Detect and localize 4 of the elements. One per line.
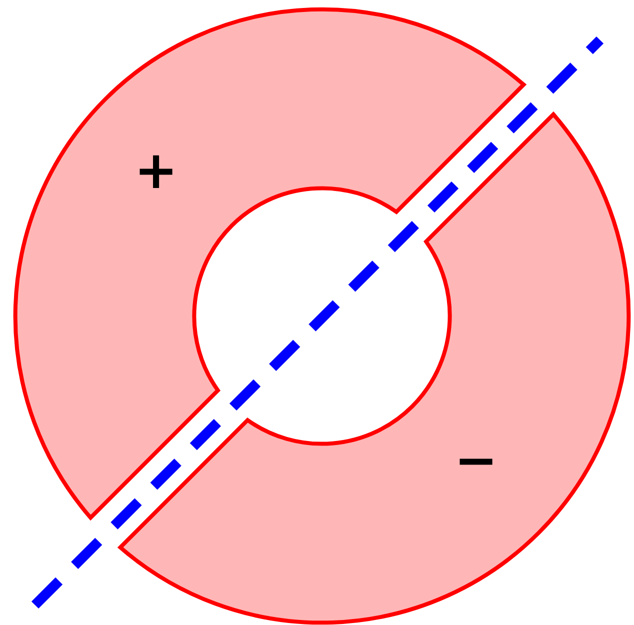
ring-half (118, 112, 630, 624)
polarity-sign: − (454, 431, 498, 491)
polarity-sign: + (134, 141, 178, 201)
ring-half (14, 8, 526, 520)
